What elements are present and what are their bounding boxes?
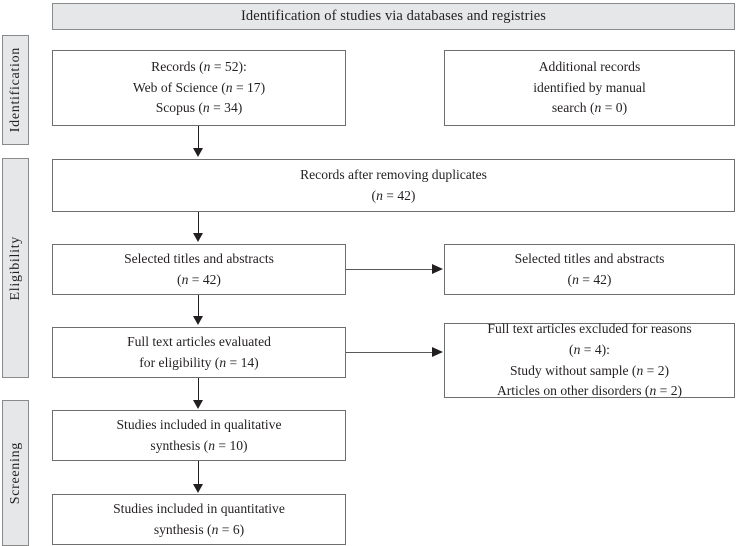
box-fulltext-evaluated-line-2: for eligibility (n = 14) (139, 354, 259, 370)
connector-selected-to-fulltext (198, 295, 199, 317)
box-qualitative-synthesis-line-2: synthesis (n = 10) (150, 437, 248, 453)
arrowhead-right-icon (432, 264, 443, 274)
box-records: Records (n = 52): Web of Science (n = 17… (52, 50, 346, 126)
arrowhead-down-icon (193, 484, 203, 493)
arrowhead-down-icon (193, 233, 203, 242)
box-fulltext-excluded-line-4: Articles on other disorders (n = 2) (496, 383, 683, 399)
box-quantitative-synthesis-line-1: Studies included in quantitative (113, 500, 285, 516)
box-additional-records-line-3: search (n = 0) (551, 100, 628, 116)
box-qualitative-synthesis-line-1: Studies included in qualitative (116, 416, 282, 432)
connector-selected-to-selected-right (346, 269, 434, 270)
banner-title: Identification of studies via databases … (241, 8, 546, 24)
box-fulltext-excluded-line-2: (n = 4): (569, 341, 610, 357)
connector-fulltext-to-qualitative (198, 378, 199, 401)
connector-records-to-duplicates (198, 126, 199, 150)
box-additional-records: Additional records identified by manual … (444, 50, 735, 126)
box-records-after-duplicates-line-2: (n = 42) (371, 187, 416, 203)
box-fulltext-excluded: Full text articles excluded for reasons … (444, 321, 735, 398)
box-quantitative-synthesis: Studies included in quantitative synthes… (52, 494, 346, 545)
connector-duplicates-to-selected (198, 212, 199, 234)
box-selected-titles-right-line-2: (n = 42) (567, 271, 612, 287)
stage-label-identification: Identification (2, 35, 29, 145)
box-fulltext-excluded-line-3: Study without sample (n = 2) (509, 362, 670, 378)
box-selected-titles-left-line-1: Selected titles and abstracts (124, 250, 274, 266)
box-selected-titles-right: Selected titles and abstracts (n = 42) (444, 244, 735, 295)
box-additional-records-line-2: identified by manual (533, 79, 646, 95)
stage-label-screening: Screening (2, 400, 29, 546)
arrowhead-down-icon (193, 148, 203, 157)
box-selected-titles-left-line-2: (n = 42) (177, 271, 221, 287)
diagram-banner: Identification of studies via databases … (52, 3, 735, 30)
box-fulltext-evaluated: Full text articles evaluated for eligibi… (52, 327, 346, 378)
connector-fulltext-to-excluded (346, 352, 434, 353)
box-selected-titles-left: Selected titles and abstracts (n = 42) (52, 244, 346, 295)
stage-label-eligibility: Eligibility (2, 158, 29, 378)
stage-label-screening-text: Screening (7, 441, 23, 505)
arrowhead-right-icon (432, 347, 443, 357)
box-selected-titles-right-line-1: Selected titles and abstracts (514, 250, 665, 266)
stage-label-identification-text: Identification (7, 47, 23, 133)
box-records-line-3: Scopus (n = 34) (155, 100, 243, 116)
box-records-after-duplicates: Records after removing duplicates (n = 4… (52, 159, 735, 212)
connector-qualitative-to-quantitative (198, 461, 199, 485)
arrowhead-down-icon (193, 316, 203, 325)
box-fulltext-evaluated-line-1: Full text articles evaluated (127, 333, 271, 349)
box-qualitative-synthesis: Studies included in qualitative synthesi… (52, 410, 346, 461)
box-records-after-duplicates-line-1: Records after removing duplicates (300, 166, 487, 182)
box-additional-records-line-1: Additional records (538, 59, 641, 75)
box-quantitative-synthesis-line-2: synthesis (n = 6) (153, 521, 245, 537)
stage-label-eligibility-text: Eligibility (7, 235, 23, 301)
box-fulltext-excluded-line-1: Full text articles excluded for reasons (487, 321, 692, 337)
box-records-line-1: Records (n = 52): (151, 59, 247, 75)
arrowhead-down-icon (193, 400, 203, 409)
box-records-line-2: Web of Science (n = 17) (132, 79, 266, 95)
